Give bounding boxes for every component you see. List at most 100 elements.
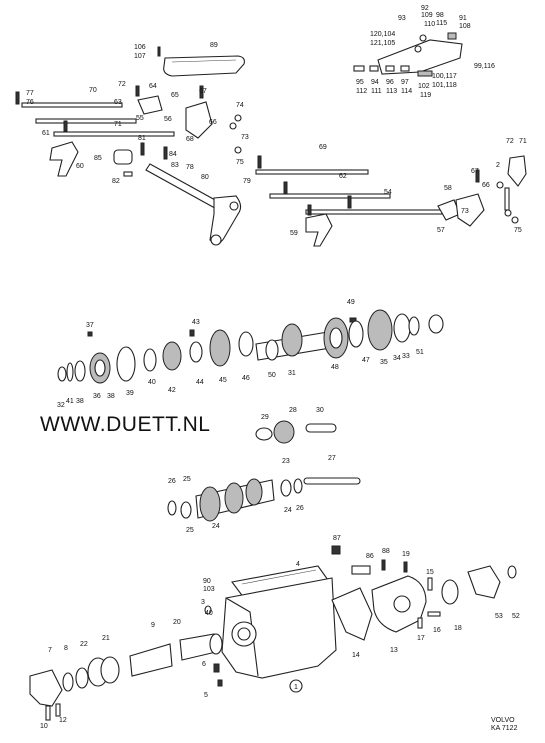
- bolt-88: [381, 559, 386, 571]
- mainshaft-group: [57, 309, 444, 384]
- part-label-shift_mechanism-62: 66: [482, 182, 490, 189]
- part-label-shift_mechanism-18: 113: [386, 88, 397, 95]
- bearing-24b: [280, 479, 292, 497]
- part-label-reverse_gear-2: 30: [316, 407, 324, 414]
- part-label-shift_mechanism-39: 56: [164, 116, 172, 123]
- ring-47: [348, 320, 364, 348]
- part-label-shift_mechanism-29: 63: [114, 99, 122, 106]
- ring-22: [75, 667, 89, 689]
- part-label-shift_mechanism-40: 66: [209, 119, 217, 126]
- part-label-shift_mechanism-35: 73: [241, 134, 249, 141]
- part-label-housing-20: 14: [352, 652, 360, 659]
- part-label-shift_mechanism-5: 109: [421, 12, 433, 19]
- part-label-shift_mechanism-25: 99,116: [474, 63, 495, 70]
- part-label-mainshaft-0: 37: [86, 322, 94, 329]
- part-label-shift_mechanism-43: 60: [76, 163, 84, 170]
- part-label-housing-0: 87: [333, 535, 341, 542]
- part-label-housing-15: 10: [40, 723, 48, 730]
- pin-77e: [347, 195, 352, 209]
- part-label-shift_mechanism-17: 96: [386, 79, 394, 86]
- part-label-mainshaft-15: 48: [331, 364, 339, 371]
- gear-46b: [367, 309, 393, 351]
- nut-52: [507, 565, 517, 579]
- part-label-shift_mechanism-44: 85: [94, 155, 102, 162]
- shaft-30: [305, 423, 337, 433]
- part-label-housing-11: 21: [102, 635, 110, 642]
- hub-48-bore: [329, 327, 343, 349]
- pin-77b: [63, 120, 68, 132]
- part-label-shift_mechanism-24: 101,118: [432, 82, 457, 89]
- part-label-mainshaft-8: 42: [168, 387, 176, 394]
- gear-23b: [224, 482, 244, 514]
- part-label-mainshaft-2: 41: [66, 398, 74, 405]
- part-label-countershaft-3: 23: [282, 458, 290, 465]
- gear-35: [393, 313, 411, 343]
- part-label-housing-24: 17: [417, 635, 425, 642]
- part-label-housing-23: 16: [433, 627, 441, 634]
- part-label-shift_mechanism-8: 108: [459, 23, 471, 30]
- part-label-shift_mechanism-61: 67: [471, 168, 479, 175]
- ball-37: [87, 331, 93, 337]
- part-label-housing-17: 6: [202, 661, 206, 668]
- ring-40: [143, 348, 157, 372]
- rear-bore: [393, 595, 411, 613]
- ring-40b: [209, 633, 223, 655]
- key-82: [123, 171, 133, 177]
- part-label-countershaft-4: 25: [186, 527, 194, 534]
- part-number-labels: 1061078993921091109110898115120,104121,1…: [26, 5, 527, 730]
- part-label-housing-12: 22: [80, 641, 88, 648]
- part-label-housing-1: 86: [366, 553, 374, 560]
- part-label-housing-5: 90: [203, 578, 211, 585]
- pin-77c: [257, 155, 262, 169]
- washer-38: [74, 360, 86, 382]
- part-label-mainshaft-1: 32: [57, 402, 65, 409]
- pin-72: [135, 85, 140, 97]
- pin-67b: [475, 169, 480, 183]
- part-label-shift_mechanism-54: 54: [384, 189, 392, 196]
- shift-fork-60: [49, 141, 79, 177]
- part-label-shift_mechanism-13: 95: [356, 79, 364, 86]
- part-label-shift_mechanism-56: 57: [437, 227, 445, 234]
- ring-44: [189, 341, 203, 363]
- ring-41: [66, 362, 74, 382]
- part-label-shift_mechanism-10: 115: [436, 20, 447, 27]
- part-label-reverse_gear-1: 28: [289, 407, 297, 414]
- part-label-housing-3: 19: [402, 551, 410, 558]
- part-label-shift_mechanism-21: 102: [418, 83, 430, 90]
- synchro-36-bore: [94, 359, 106, 377]
- part-label-shift_mechanism-0: 106: [134, 44, 146, 51]
- part-label-mainshaft-18: 35: [380, 359, 388, 366]
- rod-72: [504, 187, 510, 211]
- gear-23a: [199, 486, 221, 522]
- plug-6: [213, 663, 220, 673]
- lever-71: [507, 155, 527, 187]
- seal-21b: [100, 656, 120, 684]
- part-label-shift_mechanism-36: 75: [236, 159, 244, 166]
- flange-18: [441, 579, 459, 605]
- part-label-shift_mechanism-38: 55: [136, 115, 144, 122]
- part-label-shift_mechanism-55: 58: [444, 185, 452, 192]
- part-label-countershaft-7: 26: [296, 505, 304, 512]
- part-label-housing-10: 9: [151, 622, 155, 629]
- part-label-mainshaft-11: 45: [219, 377, 227, 384]
- part-label-housing-18: 5: [204, 692, 208, 699]
- plug-108: [447, 32, 457, 40]
- collar-50: [265, 339, 279, 361]
- part-label-shift_mechanism-6: 110: [424, 21, 435, 28]
- gasket-102: [417, 70, 433, 77]
- part-label-shift_mechanism-7: 91: [459, 15, 467, 22]
- part-label-mainshaft-16: 49: [347, 299, 355, 306]
- pin-84: [163, 146, 168, 160]
- part-label-shift_mechanism-53: 62: [339, 173, 347, 180]
- selector-66: [185, 101, 213, 139]
- reverse-gear-group: [255, 420, 337, 444]
- part-label-mainshaft-10: 44: [196, 379, 204, 386]
- part-label-shift_mechanism-48: 83: [171, 162, 179, 169]
- rod-63: [35, 118, 137, 124]
- pin-61: [307, 204, 312, 216]
- washer-26b: [293, 478, 303, 494]
- part-label-mainshaft-21: 51: [416, 349, 424, 356]
- part-label-mainshaft-13: 50: [268, 372, 276, 379]
- gear-42: [162, 341, 182, 371]
- bush-2: [496, 181, 504, 189]
